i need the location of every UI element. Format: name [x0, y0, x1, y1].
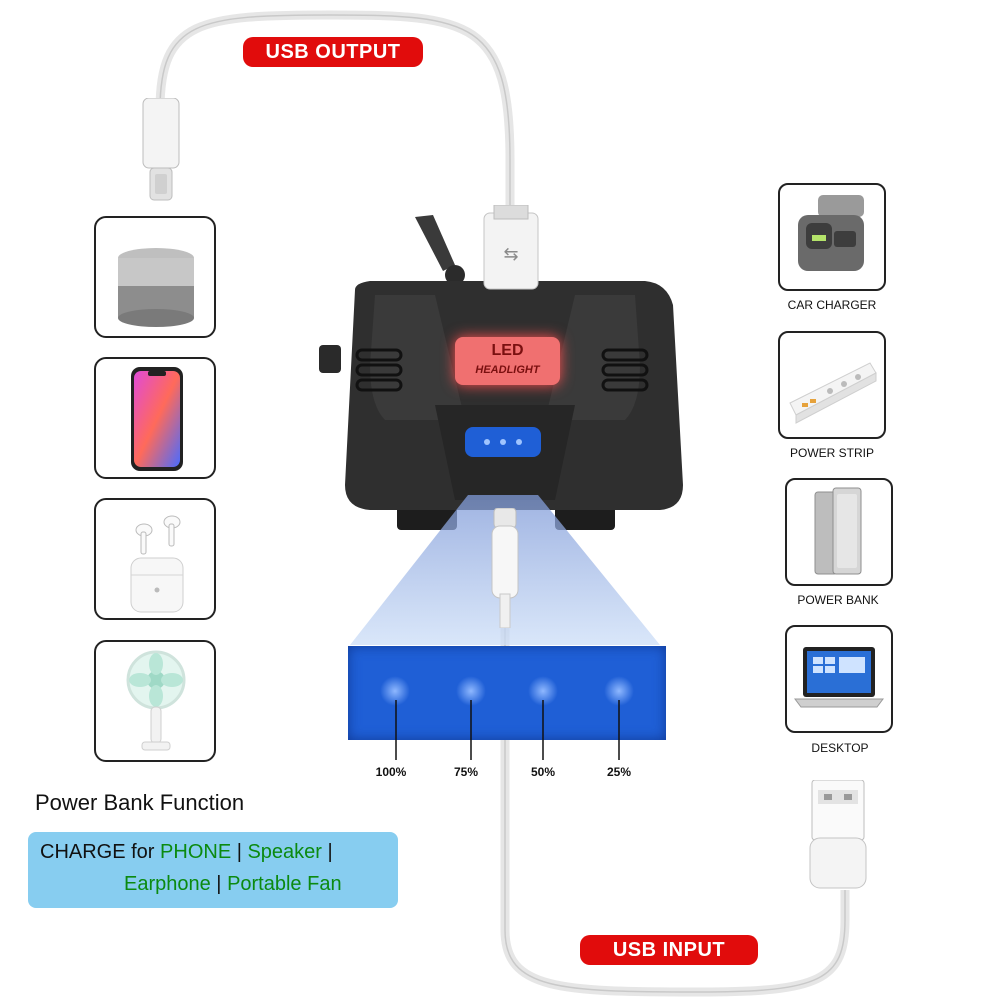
usb-output-plug-icon: ⇆ — [483, 205, 539, 290]
power-bank-card — [785, 478, 893, 586]
function-line-1: CHARGE for PHONE | Speaker | — [40, 836, 333, 868]
power-strip-card — [778, 331, 886, 439]
power-bank-icon — [814, 487, 862, 575]
car-charger-icon — [798, 195, 864, 271]
power-strip-label: POWER STRIP — [789, 446, 874, 460]
level-pointer-lines — [395, 700, 620, 760]
level-75-label: 75% — [453, 765, 479, 779]
indicator-light — [380, 676, 410, 706]
car-charger-card — [778, 183, 886, 291]
separator: | — [321, 841, 333, 863]
earphone-text: Earphone — [124, 873, 211, 895]
separator: | — [231, 841, 248, 863]
usb-output-label: USB OUTPUT — [243, 37, 423, 67]
power-bank-label: POWER BANK — [797, 593, 879, 607]
smartphone-card — [94, 357, 216, 479]
level-25-label: 25% — [606, 765, 632, 779]
function-info-box: CHARGE for PHONE | Speaker | Earphone | … — [28, 832, 398, 908]
usb-input-plug-icon — [491, 508, 519, 628]
phone-text: PHONE — [160, 841, 232, 863]
speaker-icon — [118, 248, 194, 327]
usb-input-label: USB INPUT — [580, 935, 758, 965]
speaker-card — [94, 216, 216, 338]
level-50-label: 50% — [530, 765, 556, 779]
portable-fan-text: Portable Fan — [227, 873, 342, 895]
headlamp-body — [319, 215, 683, 530]
speaker-text: Speaker — [247, 841, 322, 863]
smartphone-icon — [131, 367, 183, 471]
function-line-2: Earphone | Portable Fan — [124, 868, 342, 900]
earphones-icon — [130, 515, 184, 613]
power-strip-icon — [789, 362, 877, 424]
desktop-card — [785, 625, 893, 733]
desktop-label: DESKTOP — [811, 741, 869, 755]
car-charger-label: CAR CHARGER — [787, 298, 877, 312]
lightning-connector-icon — [142, 98, 180, 201]
separator: | — [210, 873, 228, 895]
led-headlight-badge: LED HEADLIGHT — [455, 337, 560, 385]
svg-text:⇆: ⇆ — [503, 244, 518, 265]
charge-for-text: CHARGE for — [40, 841, 161, 863]
battery-indicator-bar — [348, 646, 666, 740]
level-100-label: 100% — [375, 765, 407, 779]
earphones-card — [94, 498, 216, 620]
function-title: Power Bank Function — [35, 790, 245, 815]
portable-fan-card — [94, 640, 216, 762]
laptop-icon — [794, 647, 884, 708]
usb-input-connector-icon — [809, 780, 867, 889]
portable-fan-icon — [126, 650, 186, 751]
led-badge-line2: HEADLIGHT — [475, 364, 540, 376]
led-badge-line1: LED — [491, 342, 524, 359]
